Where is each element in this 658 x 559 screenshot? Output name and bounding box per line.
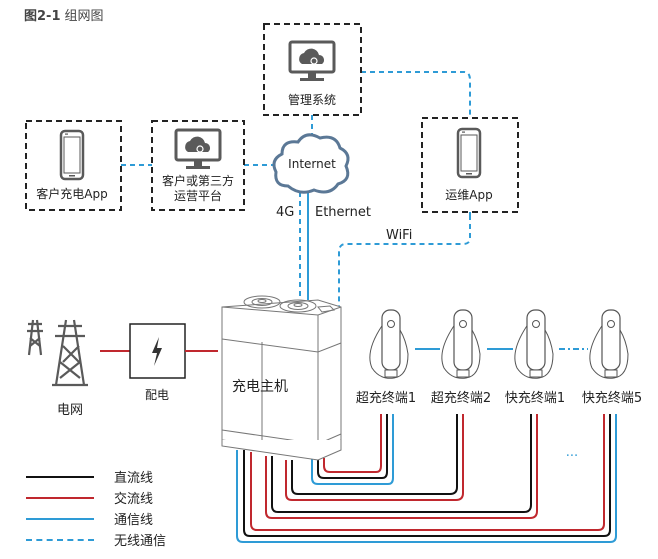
management-label: 管理系统: [288, 92, 336, 107]
grid-label: 电网: [57, 403, 83, 418]
grid-node: 电网: [27, 319, 88, 418]
label-ethernet: Ethernet: [315, 205, 371, 220]
customer-app-node[interactable]: 客户充电App: [25, 120, 122, 211]
label-4g: 4G: [276, 205, 294, 220]
label-wifi: WiFi: [386, 228, 412, 243]
host-label: 充电主机: [232, 379, 288, 395]
legend-label: 交流线: [114, 492, 154, 507]
charger-icon: [589, 309, 629, 379]
power-cables: [236, 414, 617, 543]
legend-item-comm: 通信线: [26, 508, 166, 529]
cable-dc-t3: [271, 414, 532, 513]
figure-number: 图2-1: [24, 9, 61, 24]
legend-swatch-comm: [26, 517, 94, 520]
cable-dc-t1: [317, 414, 388, 479]
legend-item-ac: 交流线: [26, 487, 166, 508]
legend-swatch-dc: [26, 475, 94, 478]
internet-label: Internet: [288, 157, 336, 171]
lightning-icon: [152, 337, 162, 366]
customer-app-label: 客户充电App: [36, 186, 107, 201]
charger-icon: [514, 309, 554, 379]
cable-dc-t2: [291, 414, 458, 495]
terminal-label: 超充终端1: [356, 390, 416, 406]
link-management-to-ops-app: [361, 71, 471, 118]
management-system-node[interactable]: 管理系统: [263, 23, 362, 116]
link-wifi: [338, 215, 471, 306]
more-terminals-ellipsis: ...: [566, 445, 578, 460]
distribution-node: 配电: [129, 323, 186, 402]
platform-label-line2: 运营平台: [174, 188, 222, 203]
cable-ac-t2: [285, 414, 464, 501]
legend-label: 无线通信: [114, 534, 167, 549]
legend: 直流线 交流线 通信线 无线通信: [26, 466, 166, 550]
platform-label-line1: 客户或第三方: [162, 173, 234, 188]
figure-caption: 组网图: [64, 9, 104, 24]
charger-icon: [441, 309, 481, 379]
terminal-super-2[interactable]: 超充终端2: [431, 309, 491, 406]
legend-label: 直流线: [114, 471, 154, 486]
fan-icon: [243, 295, 336, 313]
charger-icon: [369, 309, 409, 379]
terminal-label: 快充终端1: [505, 390, 565, 406]
cable-comm-t1: [311, 414, 394, 485]
terminal-label: 超充终端2: [431, 390, 491, 406]
cable-ac-t1: [323, 414, 382, 473]
distribution-label: 配电: [145, 388, 169, 402]
ops-app-label: 运维App: [445, 188, 492, 202]
legend-item-wireless: 无线通信: [26, 529, 166, 550]
terminal-fast-1[interactable]: 快充终端1: [505, 309, 565, 406]
third-party-platform-node[interactable]: 客户或第三方 运营平台: [151, 120, 245, 211]
legend-swatch-ac: [26, 496, 94, 499]
internet-node[interactable]: Internet: [272, 133, 350, 194]
cloud-icon: [272, 133, 350, 194]
legend-swatch-wireless: [26, 538, 94, 541]
ops-app-node[interactable]: 运维App: [421, 117, 519, 213]
cable-comm-t5: [236, 414, 617, 543]
legend-label: 通信线: [114, 513, 154, 528]
cable-ac-t5: [250, 414, 605, 531]
cable-dc-t5: [243, 414, 611, 537]
terminal-fast-5[interactable]: 快充终端5: [582, 309, 642, 406]
legend-item-dc: 直流线: [26, 466, 166, 487]
cable-ac-t3: [265, 414, 538, 519]
terminal-label: 快充终端5: [582, 390, 642, 406]
transmission-tower-icon: [27, 319, 88, 387]
charging-host[interactable]: 充电主机: [221, 295, 342, 461]
terminal-super-1[interactable]: 超充终端1: [356, 309, 416, 406]
